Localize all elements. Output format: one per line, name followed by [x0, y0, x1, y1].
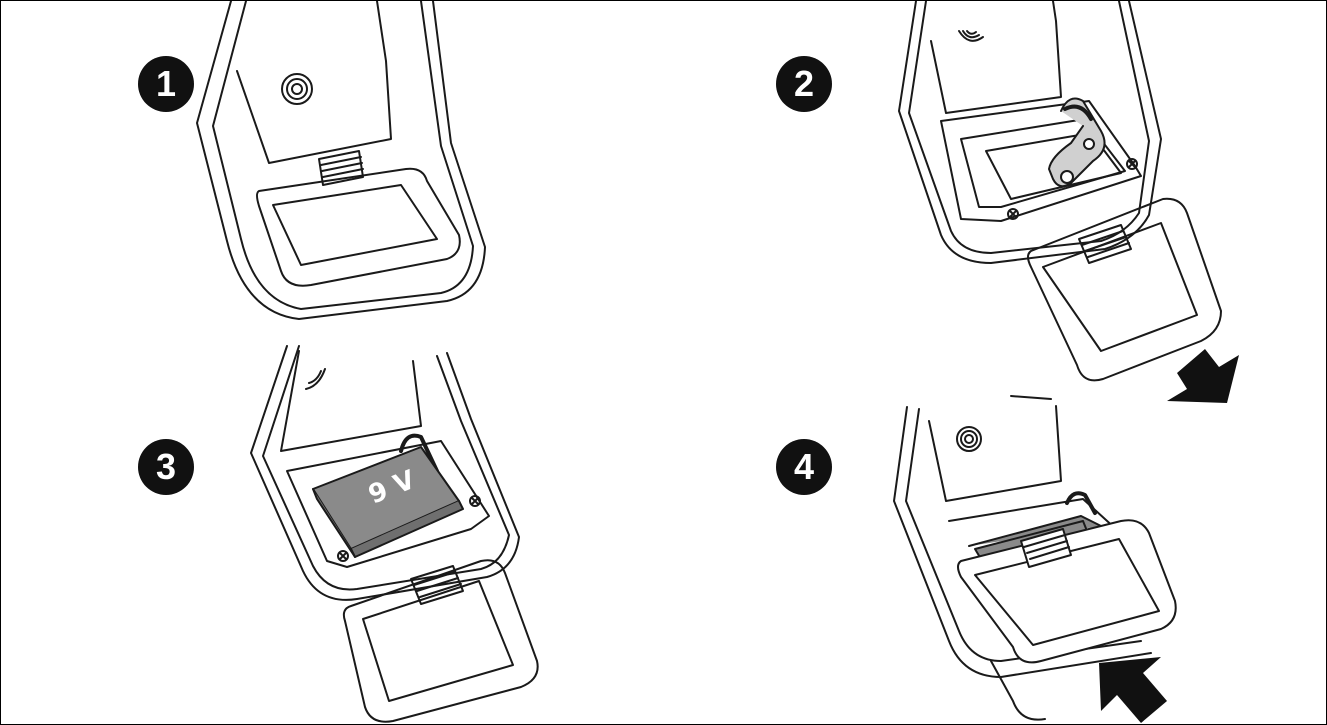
tripod-socket-icon [957, 427, 981, 451]
step-2-device [899, 1, 1221, 380]
step-1-device [197, 1, 485, 319]
screw-icon [338, 551, 348, 561]
tripod-socket-icon [959, 31, 983, 41]
tripod-socket-icon [306, 369, 325, 389]
arrow-up-left-icon [1099, 657, 1167, 723]
cover-latch [411, 566, 463, 604]
step-3-device [251, 346, 538, 722]
cover-latch [319, 151, 363, 185]
tripod-socket-icon [282, 74, 312, 104]
arrow-down-right-icon [1167, 349, 1239, 403]
cover-latch [1079, 225, 1131, 263]
